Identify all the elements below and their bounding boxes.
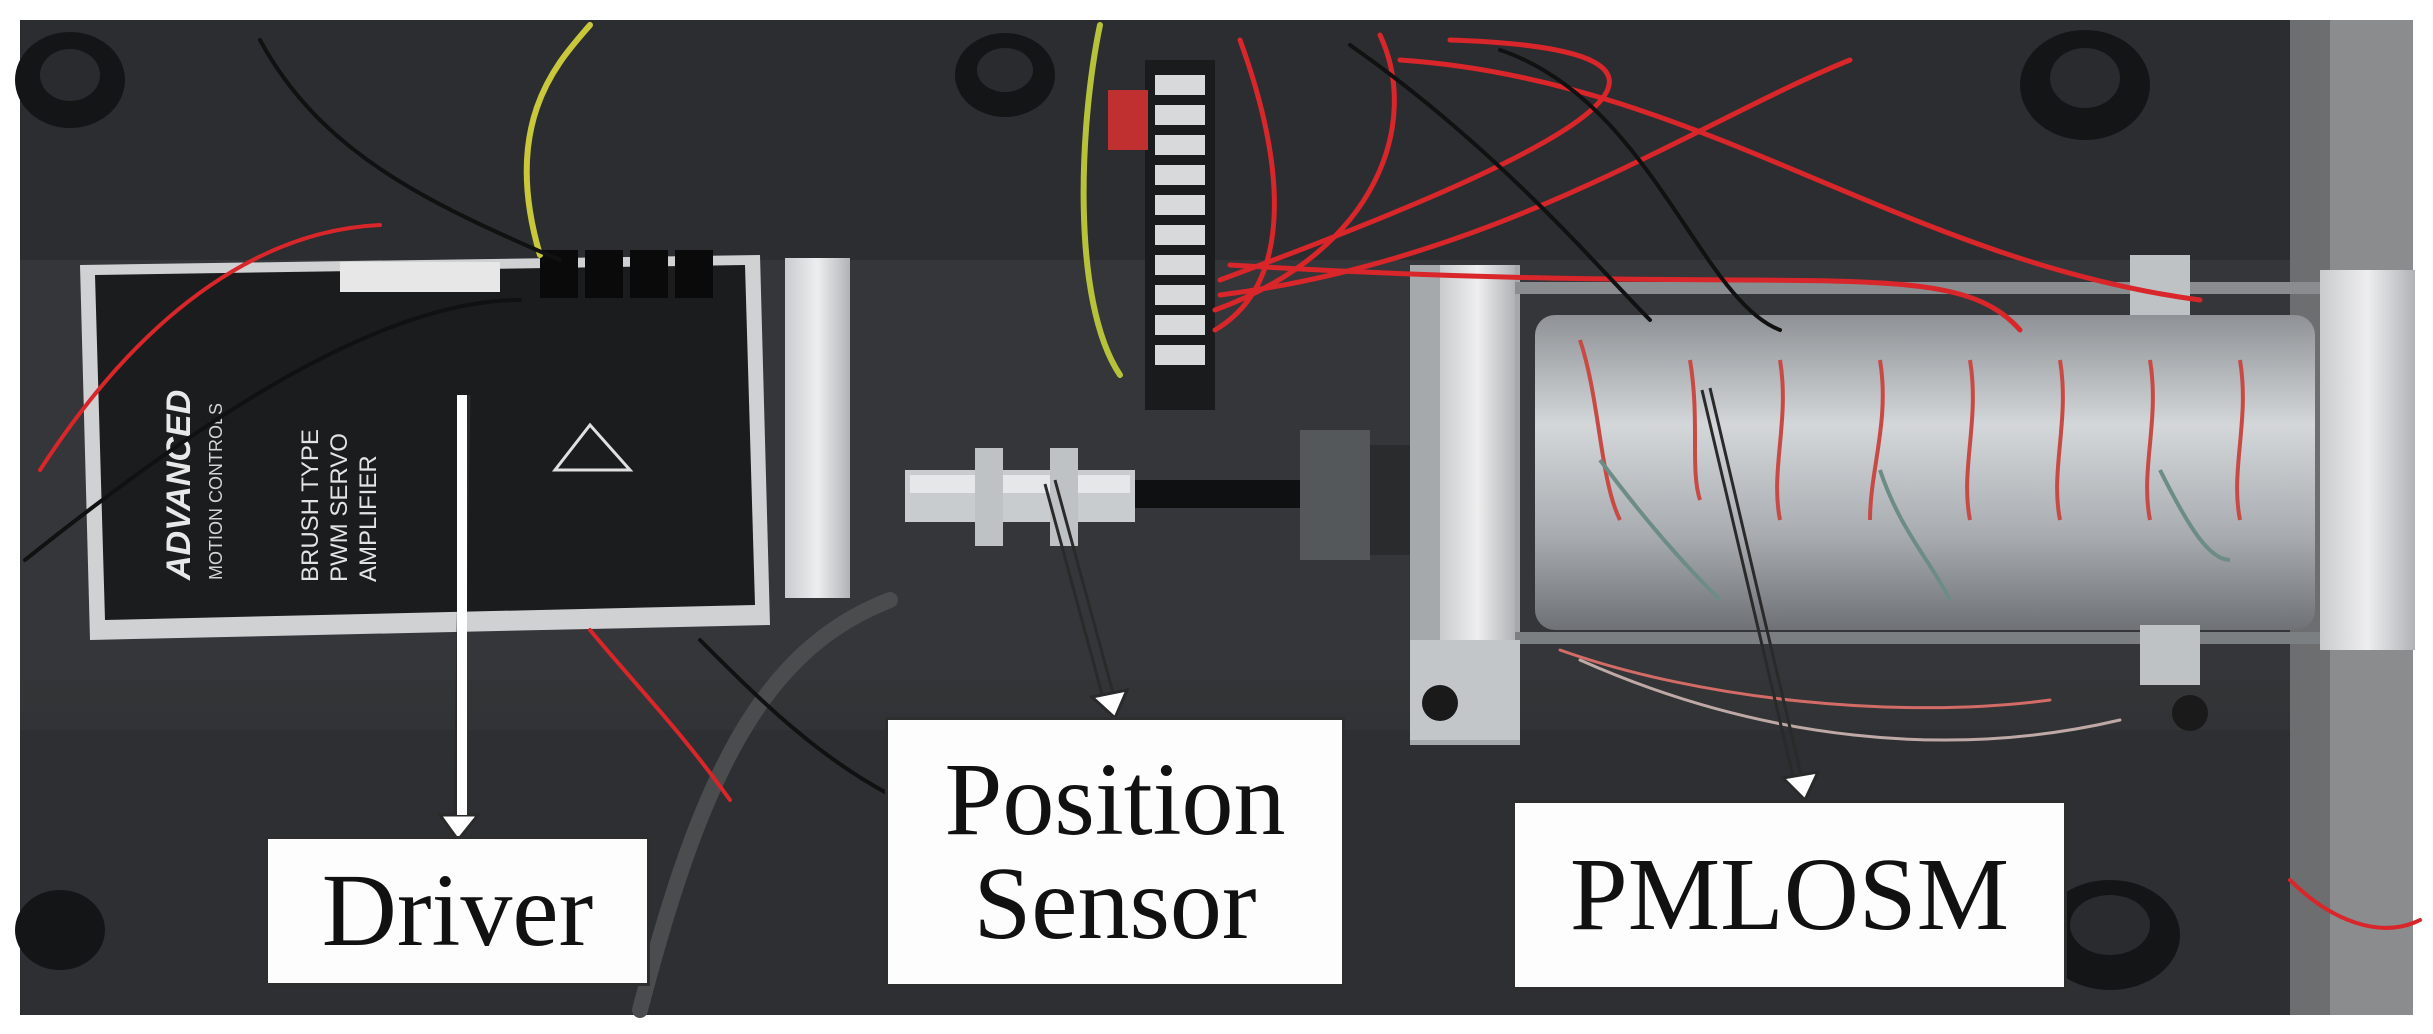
- driver-label: Driver: [321, 853, 594, 968]
- driver-brand-sub: MOTION CONTROLS: [206, 403, 226, 580]
- driver-product-3: AMPLIFIER: [355, 455, 382, 582]
- wires: [23, 22, 2422, 1018]
- driver-callout: Driver: [265, 836, 650, 986]
- coil-wires: [1578, 339, 2245, 602]
- pmlosm-label: PMLOSM: [1569, 837, 2010, 952]
- pmlosm-motor: [1410, 255, 2415, 745]
- position-sensor-label-line1: Position: [944, 742, 1286, 857]
- high-voltage-icon: [551, 422, 634, 472]
- driver-product-1: BRUSH TYPE: [297, 429, 324, 582]
- upper-rail: [20, 20, 2413, 260]
- position-sensor-callout: Position Sensor: [885, 717, 1345, 987]
- driver-product-2: PWM SERVO: [326, 433, 353, 582]
- servo-driver: ADVANCED MOTION CONTROLS BRUSH TYPE PWM …: [80, 250, 850, 640]
- position-sensor-label-line2: Sensor: [973, 846, 1257, 961]
- driver-mounting-plate: [785, 258, 850, 598]
- terminal-block: [1108, 60, 1215, 410]
- driver-brand: ADVANCED: [160, 390, 198, 581]
- pmlosm-callout: PMLOSM: [1512, 800, 2067, 990]
